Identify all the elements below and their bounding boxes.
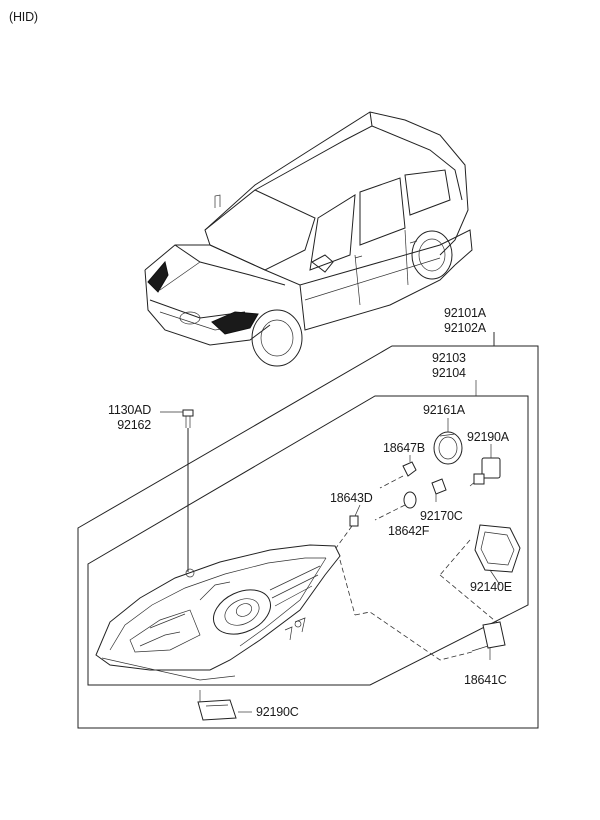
label-igniter: 92190A bbox=[467, 430, 509, 444]
label-bracket: 92140E bbox=[470, 580, 512, 594]
variant-label: (HID) bbox=[9, 10, 38, 24]
label-housing: 92103 92104 bbox=[432, 351, 466, 381]
ballast-cover-part bbox=[197, 690, 237, 721]
part-number: 1130AD bbox=[108, 403, 152, 417]
label-ballast-cover: 92190C bbox=[256, 705, 299, 719]
hid-bulb-part bbox=[339, 559, 506, 661]
small-bulb-part bbox=[335, 515, 359, 549]
label-headlamp-assembly: 92101A 92102A bbox=[444, 306, 486, 336]
label-wedge-bulb: 18642F bbox=[388, 524, 430, 538]
leader-lines bbox=[160, 332, 501, 713]
label-position-bulb: 18647B bbox=[383, 441, 425, 455]
label-screw: 1130AD 92162 bbox=[108, 403, 151, 433]
label-cap: 92161A bbox=[423, 403, 465, 417]
label-small-bulb: 18643D bbox=[330, 491, 373, 505]
label-hid-bulb: 18641C bbox=[464, 673, 507, 687]
assembly-frames bbox=[77, 332, 539, 729]
part-number: 92104 bbox=[432, 366, 466, 380]
screw-part bbox=[182, 409, 194, 572]
label-socket: 92170C bbox=[420, 509, 463, 523]
igniter-part bbox=[469, 457, 501, 487]
cap-part bbox=[433, 431, 463, 465]
headlamp-assembly bbox=[95, 544, 341, 681]
position-bulb-part bbox=[379, 461, 417, 489]
part-number: 92102A bbox=[444, 321, 486, 335]
wedge-bulb-part bbox=[374, 491, 417, 521]
socket-part bbox=[431, 478, 447, 502]
bracket-part bbox=[439, 524, 521, 626]
part-number: 92103 bbox=[432, 351, 466, 365]
part-number: 92101A bbox=[444, 306, 486, 320]
vehicle-illustration bbox=[144, 111, 473, 367]
part-number: 92162 bbox=[117, 418, 152, 432]
